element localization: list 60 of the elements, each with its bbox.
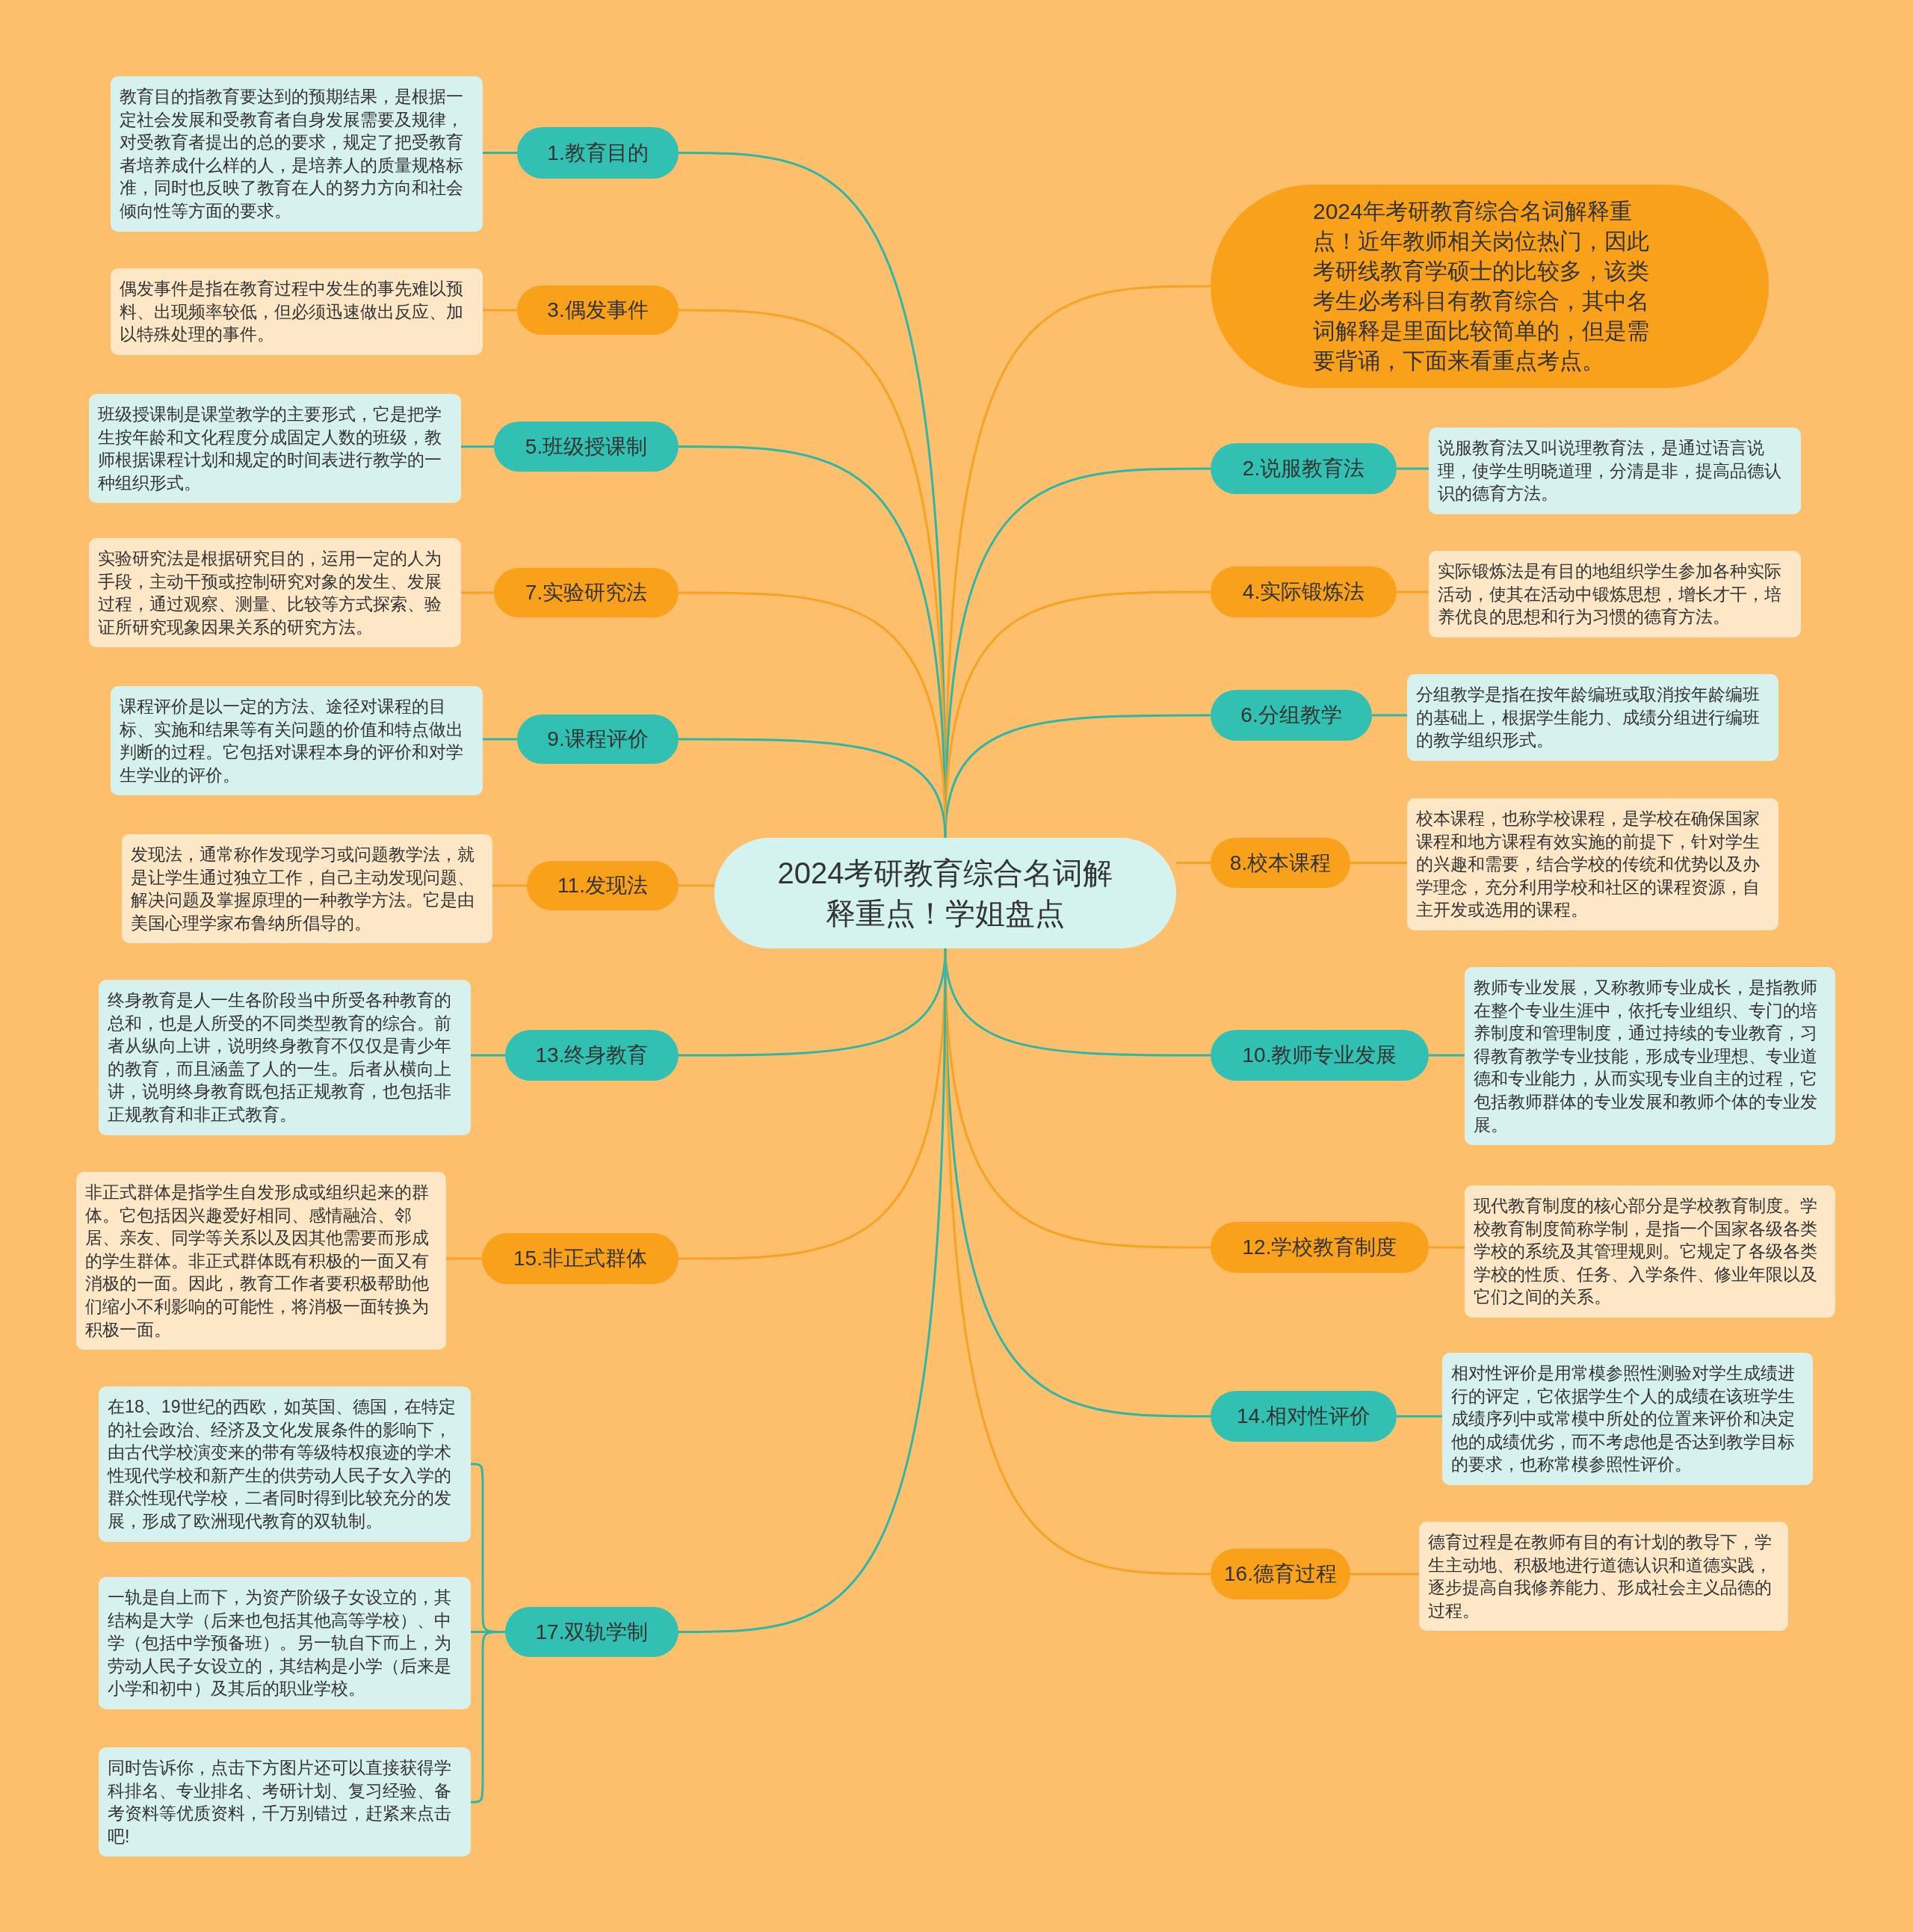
topic-pill: 8.校本课程 xyxy=(1211,838,1350,888)
topic-pill: 16.德育过程 xyxy=(1211,1549,1350,1599)
definition-card: 在18、19世纪的西欧，如英国、德国，在特定的社会政治、经济及文化发展条件的影响下，由古代学校演变来的带有等级特权痕迹的学术性现代学校和新产生的供劳动人民子女入学的群众性现代学校，二者同时得到比较充分的发展，形成了欧洲现代教育的双轨制。 xyxy=(99,1386,471,1542)
definition-card: 教师专业发展，又称教师专业成长，是指教师在整个专业生涯中，依托专业组织、专门的培养制度和管理制度，通过持续的专业教育，习得教育教学专业技能，形成专业理想、专业道德和专业能力，从而实现专业自主的过程，它包括教师群体的专业发展和教师个体的专业发展。 xyxy=(1465,967,1835,1146)
connector-line xyxy=(471,1054,505,1057)
central-topic: 2024考研教育综合名词解释重点！学姐盘点 xyxy=(714,838,1176,948)
definition-card: 发现法，通常称作发现学习或问题教学法，就是让学生通过独立工作，自己主动发现问题、解决问题及掌握原理的一种教学方法。它是由美国心理学家布鲁纳所倡导的。 xyxy=(122,834,492,944)
intro-bubble: 2024年考研教育综合名词解释重点！近年教师相关岗位热门，因此考研线教育学硕士的比较多，该类考生必考科目有教育综合，其中名词解释是里面比较简单的，但是需要背诵，下面来看重点考点。 xyxy=(1211,185,1769,388)
topic-pill: 14.相对性评价 xyxy=(1211,1391,1397,1442)
connector-line xyxy=(944,714,1211,839)
topic-pill: 1.教育目的 xyxy=(517,127,679,179)
topic-pill: 6.分组教学 xyxy=(1211,690,1372,741)
definition-card: 实际锻炼法是有目的地组织学生参加各种实际活动，使其在活动中锻炼思想，增长才干，培养优良的思想和行为习惯的德育方法。 xyxy=(1429,551,1801,638)
connector-line xyxy=(1350,862,1407,864)
topic-pill: 13.终身教育 xyxy=(505,1030,679,1081)
definition-card: 德育过程是在教师有目的有计划的教导下，学生主动地、积极地进行道德认识和道德实践，逐步提高自我修养能力、形成社会主义品德的过程。 xyxy=(1419,1522,1788,1632)
definition-card: 教育目的指教育要达到的预期结果，是根据一定社会发展和受教育者自身发展需要及规律，对受教育者提出的总的要求，规定了把受教育者培养成什么样的人，是培养人的质量规格标准，同时也反映了教育在人的努力方向和社会倾向性等方面的要求。 xyxy=(111,76,483,232)
definition-card: 同时告诉你，点击下方图片还可以直接获得学科排名、专业排名、考研计划、复习经验、备考资料等优质资料，千万别错过，赶紧来点击吧! xyxy=(99,1747,471,1857)
topic-pill: 12.学校教育制度 xyxy=(1211,1222,1429,1273)
definition-card: 偶发事件是指在教育过程中发生的事先难以预料、出现频率较低，但必须迅速做出反应、加以特殊处理的事件。 xyxy=(111,268,483,355)
topic-pill: 5.班级授课制 xyxy=(494,422,679,472)
topic-pill: 2.说服教育法 xyxy=(1211,443,1397,494)
connector-line xyxy=(1350,1573,1419,1575)
definition-card: 课程评价是以一定的方法、途径对课程的目标、实施和结果等有关问题的价值和特点做出判断的过程。它包括对课程本身的评价和对学生学业的评价。 xyxy=(111,686,483,796)
connector-line xyxy=(483,152,517,154)
topic-pill: 4.实际锻炼法 xyxy=(1211,567,1397,617)
definition-card: 分组教学是指在按年龄编班或取消按年龄编班的基础上，根据学生能力、成绩分组进行编班的教学组织形式。 xyxy=(1407,674,1778,761)
definition-card: 班级授课制是课堂教学的主要形式，它是把学生按年龄和文化程度分成固定人数的班级，教师根据课程计划和规定的时间表进行教学的一种组织形式。 xyxy=(89,394,461,504)
topic-pill: 11.发现法 xyxy=(527,861,679,910)
connector-line xyxy=(1372,714,1407,717)
topic-pill: 17.双轨学制 xyxy=(505,1607,679,1657)
definition-card: 相对性评价是用常模参照性测验对学生成绩进行的评定，它依据学生个人的成绩在该班学生成绩序列中或常模中所处的位置来评价和决定他的成绩优劣，而不考虑他是否达到教学目标的要求，也称常模参照性评价。 xyxy=(1442,1353,1813,1485)
definition-card: 现代教育制度的核心部分是学校教育制度。学校教育制度简称学制，是指一个国家各级各类学校的系统及其管理规则。它规定了各级各类学校的性质、任务、入学条件、修业年限以及它们之间的关系。 xyxy=(1465,1185,1835,1318)
connector-line xyxy=(1429,1246,1465,1249)
connector-line xyxy=(1176,862,1211,864)
connector-line xyxy=(483,738,517,741)
connector-line xyxy=(446,1257,482,1260)
connector-line xyxy=(461,591,494,594)
topic-pill: 9.课程评价 xyxy=(517,715,679,764)
topic-pill: 3.偶发事件 xyxy=(517,286,679,335)
topic-pill: 10.教师专业发展 xyxy=(1211,1030,1429,1081)
connector-line xyxy=(944,948,1211,1575)
topic-pill: 7.实验研究法 xyxy=(494,568,679,617)
topic-pill: 15.非正式群体 xyxy=(482,1233,679,1284)
connector-line xyxy=(461,445,494,448)
definition-card: 校本课程，也称学校课程，是学校在确保国家课程和地方课程有效实施的前提下，针对学生的兴趣和需要，结合学校的传统和优势以及办学理念，充分利用学校和社区的课程资源，自主开发或选用的课程。 xyxy=(1407,798,1778,930)
connector-line xyxy=(492,884,527,887)
definition-card: 非正式群体是指学生自发形成或组织起来的群体。它包括因兴趣爱好相同、感情融洽、邻居、亲友、同学等关系以及因其他需要而形成的学生群体。非正式群体既有积极的一面又有消极的一面。因此，教育工作者要积极帮助他们缩小不利影响的可能性，将消极一面转换为积极一面。 xyxy=(76,1172,446,1351)
definition-card: 一轨是自上而下，为资产阶级子女设立的，其结构是大学（后来也包括其他高等学校）、中学（包括中学预备班）。另一轨自下而上，为劳动人民子女设立的，其结构是小学（后来是小学和初中）及其后的职业学校。 xyxy=(99,1577,471,1709)
definition-card: 实验研究法是根据研究目的，运用一定的人为手段，主动干预或控制研究对象的发生、发展过程，通过观察、测量、比较等方式探索、验证所研究现象因果关系的研究方法。 xyxy=(89,538,461,648)
definition-card: 说服教育法又叫说理教育法，是通过语言说理，使学生明晓道理，分清是非，提高品德认识的德育方法。 xyxy=(1429,428,1801,514)
connector-line xyxy=(483,309,517,312)
definition-card: 终身教育是人一生各阶段当中所受各种教育的总和，也是人所受的不同类型教育的综合。前者从纵向上讲，说明终身教育不仅仅是青少年的教育，而且涵盖了人的一生。后者从横向上讲，说明终身教育既包括正规教育，也包括非正规教育和非正式教育。 xyxy=(99,980,471,1135)
connector-line xyxy=(679,738,947,839)
connector-line xyxy=(1397,467,1429,470)
connector-line xyxy=(1397,590,1429,593)
connector-line xyxy=(471,1631,505,1803)
connector-line xyxy=(1397,1415,1442,1418)
connector-line xyxy=(1429,1054,1465,1057)
connector-line xyxy=(679,884,714,887)
